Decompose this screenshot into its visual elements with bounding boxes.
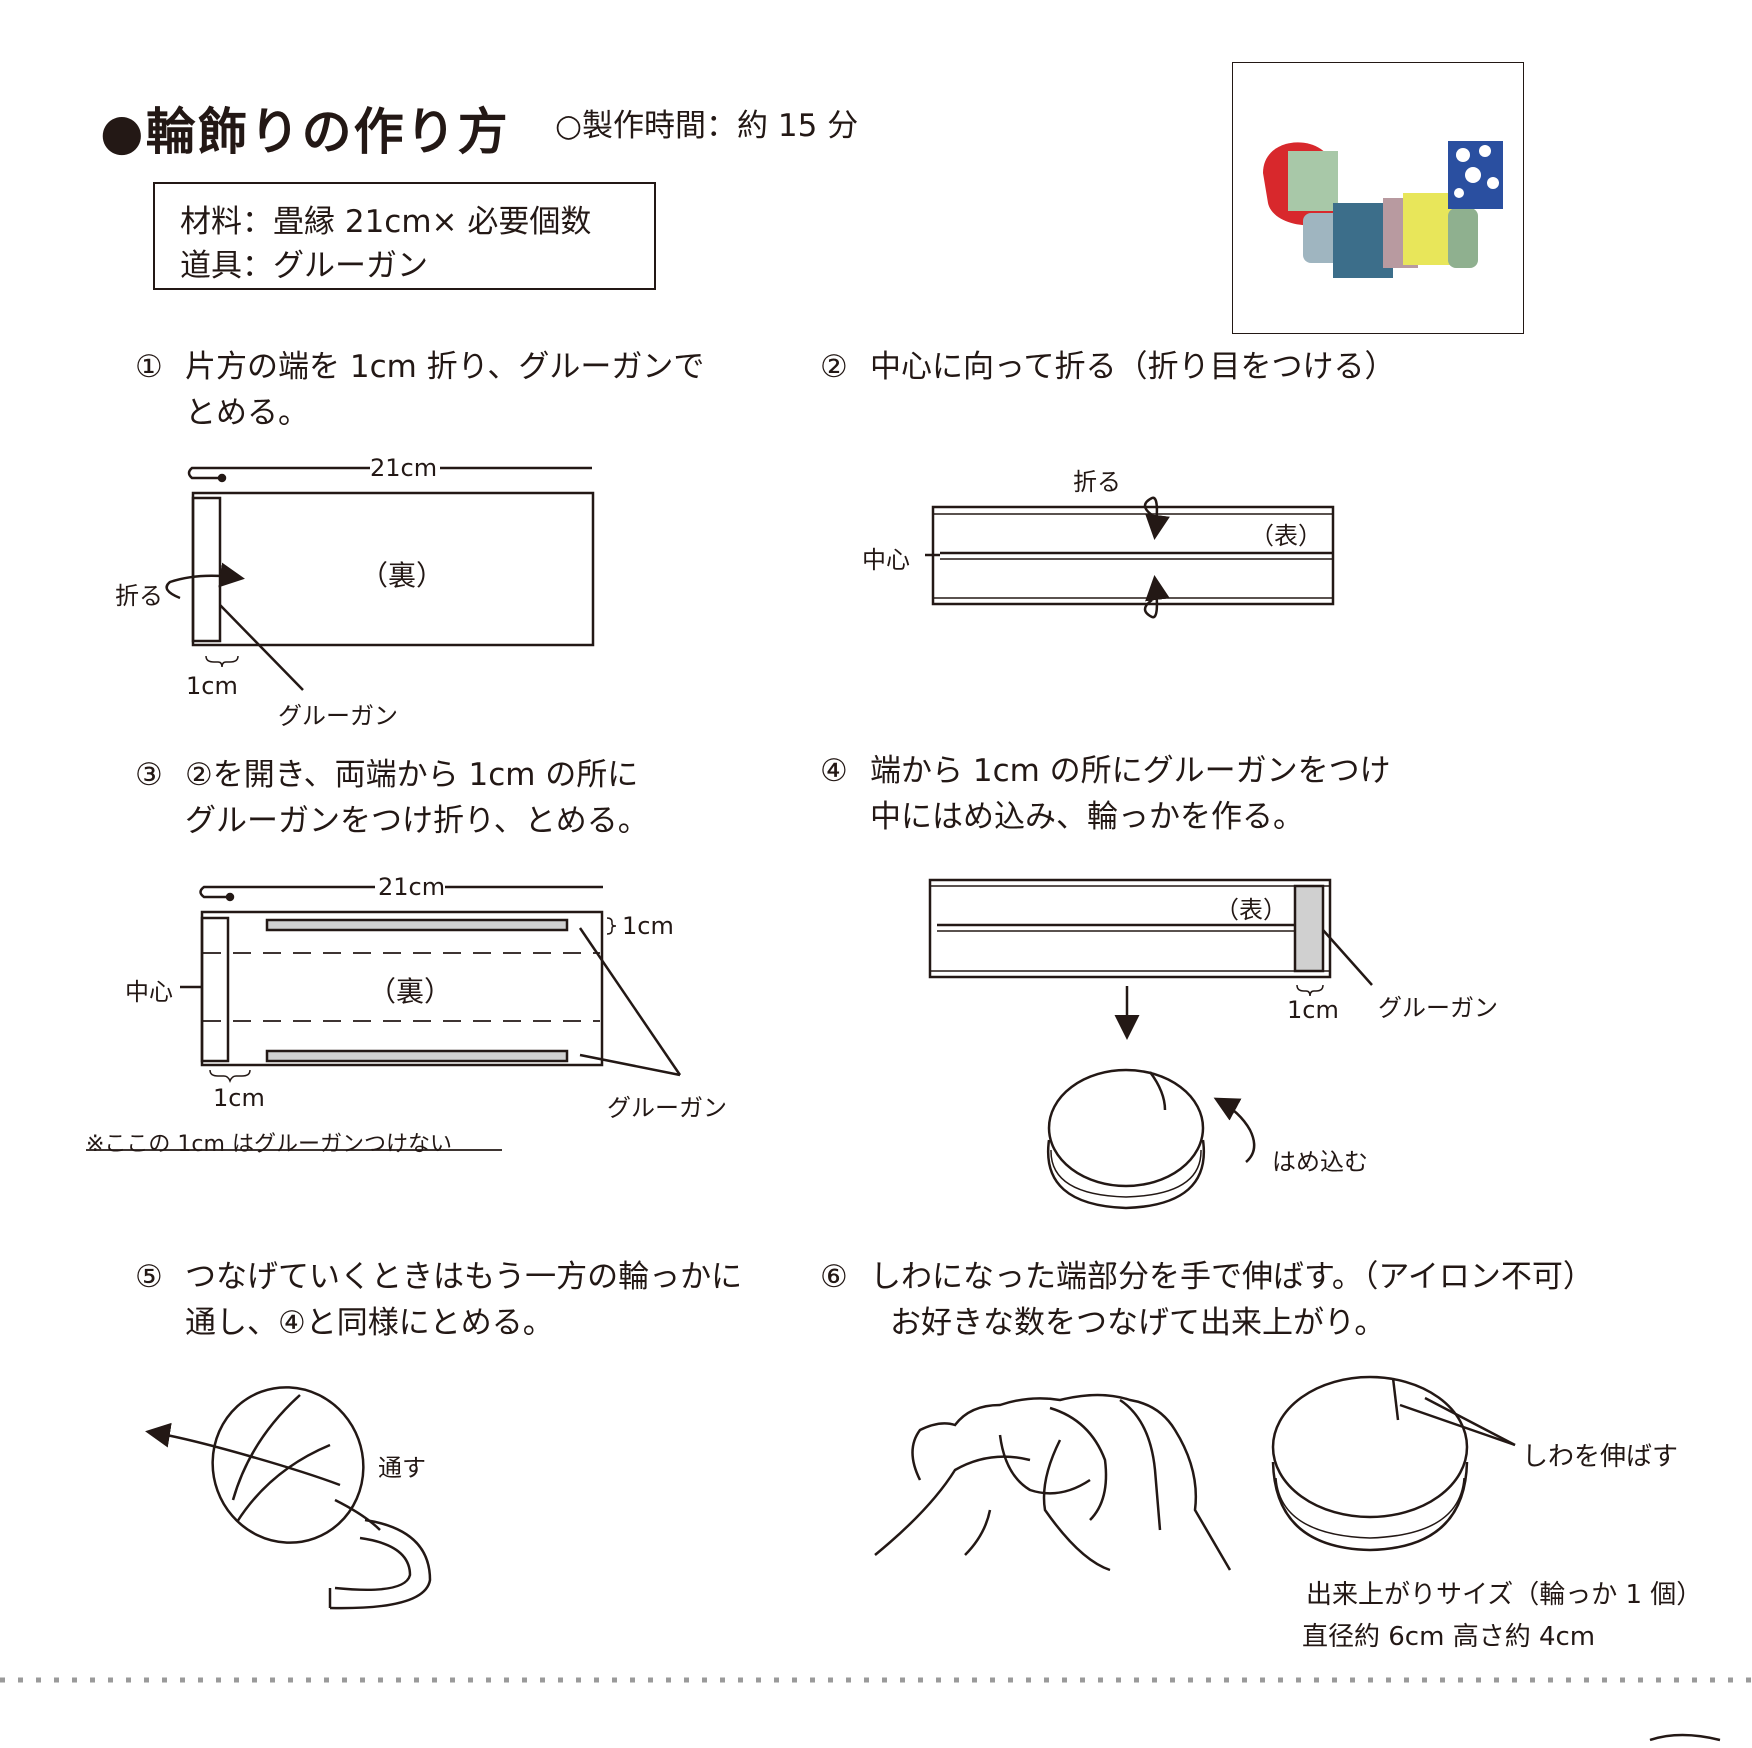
diagram-step-4 [928, 878, 1373, 1210]
one-cm-label-3b: 1cm [213, 1084, 265, 1112]
front-label-4: （表） [1215, 896, 1287, 924]
tools-line: 道具：グルーガン [180, 248, 428, 284]
glue-label-4: グルーガン [1378, 994, 1498, 1022]
bottom-dotted-separator [0, 1677, 1752, 1683]
glue-label-3: グルーガン [607, 1094, 727, 1122]
size-value: 直径約 6cm 高さ約 4cm [1302, 1622, 1596, 1652]
center-label-2: 中心 [862, 546, 910, 574]
glue-label-1: グルーガン [278, 702, 398, 730]
ring-chain-image [1263, 141, 1503, 278]
one-cm-label-4: 1cm [1287, 996, 1339, 1024]
back-label-3: （裏） [368, 975, 453, 1008]
diagram-step-6-ring [1271, 1375, 1516, 1552]
page-title: ●輪飾りの作り方 [100, 103, 510, 161]
front-label-2: （表） [1250, 522, 1322, 550]
production-time: ○製作時間：約 15 分 [555, 108, 859, 144]
note-label: ※ここの 1cm はグルーガンつけない [86, 1132, 452, 1157]
fold-label-2: 折る [1073, 468, 1121, 496]
fold-label-1: 折る [115, 582, 163, 610]
pass-label: 通す [378, 1454, 426, 1482]
diagram-step-2 [925, 496, 1335, 619]
finished-photo [1232, 62, 1524, 334]
materials-box [153, 182, 656, 290]
length-label-1: 21cm [370, 454, 438, 482]
smooth-label: しわを伸ばす [1522, 1442, 1679, 1472]
diagram-step-5 [145, 1386, 432, 1610]
materials-line: 材料：畳縁 21cm× 必要個数 [180, 204, 592, 240]
diagram-step-3 [86, 885, 682, 1151]
fit-in-label: はめ込む [1272, 1148, 1368, 1176]
size-title: 出来上がりサイズ（輪っか 1 個） [1306, 1580, 1703, 1610]
diagram-step-1 [165, 466, 595, 691]
back-label-1: （裏） [360, 559, 445, 592]
center-label-3: 中心 [125, 978, 173, 1006]
diagram-step-6-hands [874, 1393, 1232, 1572]
one-cm-label-3a: 1cm [622, 912, 674, 940]
length-label-3: 21cm [378, 873, 446, 901]
one-cm-label-1: 1cm [186, 672, 238, 700]
